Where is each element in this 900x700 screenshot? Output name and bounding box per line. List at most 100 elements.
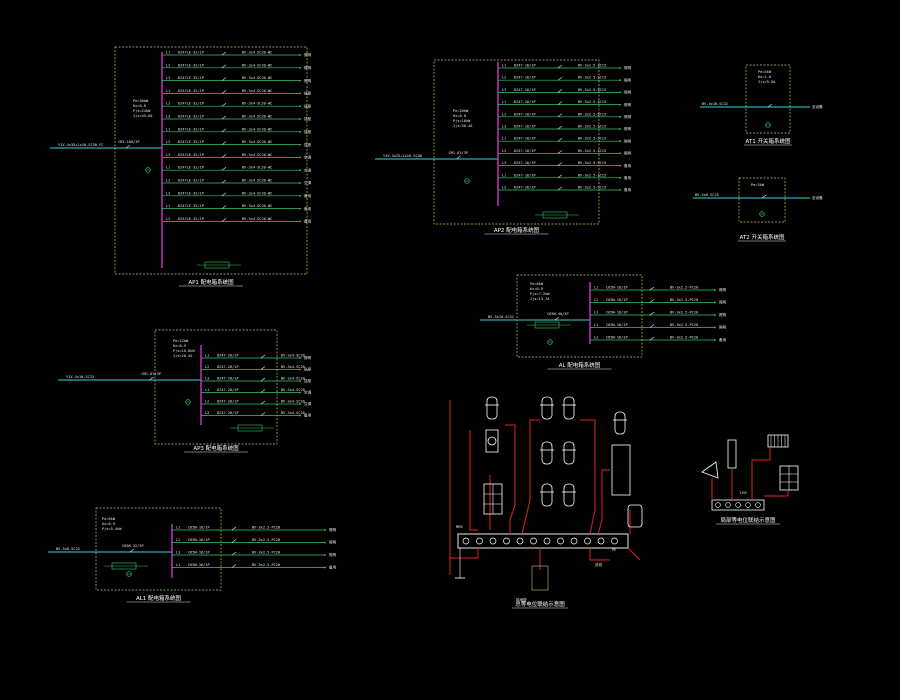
circuit-phase: L3 <box>166 191 170 195</box>
circuit-phase: L3 <box>166 76 170 80</box>
breaker-symbol <box>260 400 266 405</box>
load-info-line: Kx=0.8 <box>453 114 466 118</box>
circuit-breaker: DZ47-20/1P <box>217 365 239 369</box>
breaker-symbol <box>260 354 266 359</box>
circuit-phase: L2 <box>594 336 598 340</box>
earthing-bar-hole <box>503 537 510 545</box>
earthing-bar-hole <box>476 537 483 545</box>
local-bar-hole <box>735 502 741 508</box>
circuit-phase: L3 <box>176 551 180 555</box>
circuit-label: 照明 <box>624 77 632 82</box>
breaker-symbol <box>231 526 237 531</box>
load-info-line: Ijs=30.4A <box>453 124 473 128</box>
circuit-label: 照明 <box>624 138 632 143</box>
circuit-breaker: DZ47LE-32/1P <box>178 89 204 93</box>
breaker-symbol <box>557 101 563 105</box>
circuit-breaker: DZ47LE-32/1P <box>178 191 204 195</box>
ground-wire <box>580 419 596 535</box>
circuit-breaker: DZ47-20/1P <box>217 411 239 415</box>
circuit-phase: L1 <box>502 173 506 177</box>
panel-enclosure <box>114 46 308 275</box>
breaker-symbol <box>221 128 227 133</box>
panel-1: YJV-4x35+1x16-SC50-FCCM1-100/3PPe=30kWKx… <box>50 46 312 287</box>
breaker-symbol <box>557 174 563 179</box>
circuit-cable: BV-3x2.5-PC20 <box>670 323 698 327</box>
circuit-cable: BV-3x2.5-PC20 <box>252 526 280 530</box>
circuit-end-dot <box>299 357 301 359</box>
circuit-cable: BV-3x2.5-SC15 <box>578 149 606 153</box>
circuit-label: 照明 <box>304 52 312 57</box>
ground-symbol <box>126 571 132 577</box>
circuit-cable: BV-3x4-SC20-WC <box>242 102 272 106</box>
circuit-cable: BV-3x2.5-SC15 <box>578 112 606 116</box>
grounding-label: 接地极 <box>516 597 527 602</box>
earthing-bar-hole <box>530 537 537 545</box>
ground-ring <box>765 122 771 128</box>
ground-symbol <box>759 211 765 217</box>
circuit-cable: BV-3x2.5-PC20 <box>252 551 280 555</box>
breaker-symbol <box>767 103 773 108</box>
circuit-phase: L3 <box>205 377 209 381</box>
main-breaker-label: CM1-100/3P <box>118 140 140 144</box>
circuit-label: 插座 <box>304 103 312 108</box>
breaker-symbol <box>125 144 131 149</box>
ground-conductors <box>449 400 641 575</box>
circuit-breaker: DZ47LE-32/1P <box>178 51 204 55</box>
load-info-line: Pe=12kW <box>173 339 189 343</box>
bonded-equipment <box>455 396 643 591</box>
ground-wire <box>627 547 641 561</box>
load-info-line: Kx=0.8 <box>133 104 146 108</box>
circuit-end-dot <box>299 156 301 159</box>
circuit-breaker: DZ47-20/1P <box>217 354 239 358</box>
earthing-bar <box>457 533 629 549</box>
water-heater <box>611 444 631 496</box>
incoming-cable-label: YJV-5x10-SC32 <box>66 375 94 379</box>
circuit-phase: L1 <box>502 100 506 104</box>
breaker-symbol <box>221 154 227 158</box>
circuit-end-dot <box>714 314 716 316</box>
switch-box-enclosure <box>738 177 786 223</box>
breaker-symbol <box>221 102 227 107</box>
load-info-line: Kx=0.9 <box>102 522 115 526</box>
circuit-breaker: DZ47-16/1P <box>514 125 536 129</box>
circuit-end-dot <box>619 128 621 130</box>
circuit-end-dot <box>299 220 301 223</box>
breaker-symbol <box>221 192 227 197</box>
ground-symbol <box>547 339 553 345</box>
circuit-end-dot <box>299 169 301 172</box>
breaker-symbol <box>554 316 560 321</box>
meter-block <box>230 424 274 432</box>
earthing-bar-hole <box>584 537 591 545</box>
breaker-symbol <box>557 150 563 154</box>
circuit-label: 插座 <box>304 116 312 121</box>
circuit-cable: BV-3x2.5-SC15 <box>578 161 606 165</box>
panel-caption: AL 配电箱系统图 <box>559 361 601 369</box>
local-ground-wire <box>751 447 771 500</box>
circuit-cable: BV-3x2.5-SC15 <box>578 137 606 141</box>
circuit-cable: BV-3x2.5-PC20 <box>252 563 280 567</box>
panel-caption: AP3 配电箱系统图 <box>193 444 239 452</box>
circuit-phase: L2 <box>166 179 170 183</box>
circuit-label: 照明 <box>624 90 632 95</box>
circuit-phase: L1 <box>502 137 506 141</box>
circuit-phase: L2 <box>166 140 170 144</box>
circuit-breaker: DZ47-20/1P <box>217 400 239 404</box>
panel-4: BV-5x10-SC32C65N-40/3PPe=8kWKx=0.9Pjs=7.… <box>480 274 727 370</box>
circuit-end-dot <box>714 289 716 291</box>
circuit-cable: BV-3x2.5-SC15 <box>578 173 606 177</box>
circuit-label: 备用 <box>304 193 312 198</box>
circuit-end-dot <box>324 566 326 569</box>
panel-caption: AP2 配电箱系统图 <box>494 226 540 234</box>
